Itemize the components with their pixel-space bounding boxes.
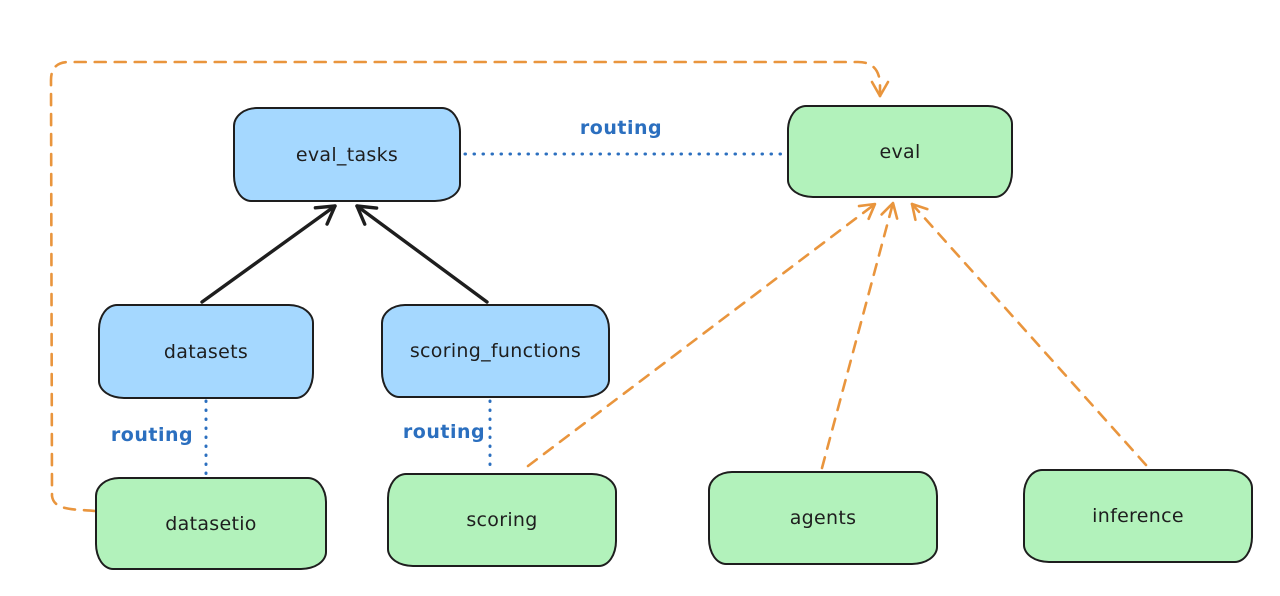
node-agents: agents: [708, 471, 938, 565]
node-scoring-label: scoring: [466, 509, 538, 531]
node-datasetio-label: datasetio: [165, 512, 257, 535]
node-inference: inference: [1023, 469, 1253, 563]
node-datasets: datasets: [98, 304, 314, 399]
edge-label-routing-top: routing: [579, 117, 663, 139]
node-eval-tasks: eval_tasks: [233, 107, 461, 202]
edge-label-routing-scoring: routing: [402, 421, 486, 443]
node-datasets-label: datasets: [163, 340, 249, 363]
node-datasetio: datasetio: [95, 477, 327, 570]
node-agents-label: agents: [789, 507, 857, 529]
edge-scoring-to-eval: [526, 202, 877, 468]
edge-label-routing-datasetio: routing: [110, 424, 194, 446]
edge-inference-to-eval: [910, 202, 1148, 467]
edge-scoring-functions-to-eval-tasks: [355, 204, 489, 304]
node-eval-tasks-label: eval_tasks: [295, 143, 399, 166]
edge-datasetio-to-eval: [49, 60, 890, 513]
node-eval: eval: [787, 105, 1013, 198]
node-scoring-functions: scoring_functions: [381, 304, 610, 398]
edge-datasets-to-eval-tasks: [200, 204, 337, 304]
node-inference-label: inference: [1092, 505, 1184, 527]
node-scoring: scoring: [387, 473, 617, 567]
node-scoring-functions-label: scoring_functions: [409, 340, 582, 362]
edge-agents-to-eval: [820, 201, 899, 470]
node-eval-label: eval: [879, 140, 921, 163]
